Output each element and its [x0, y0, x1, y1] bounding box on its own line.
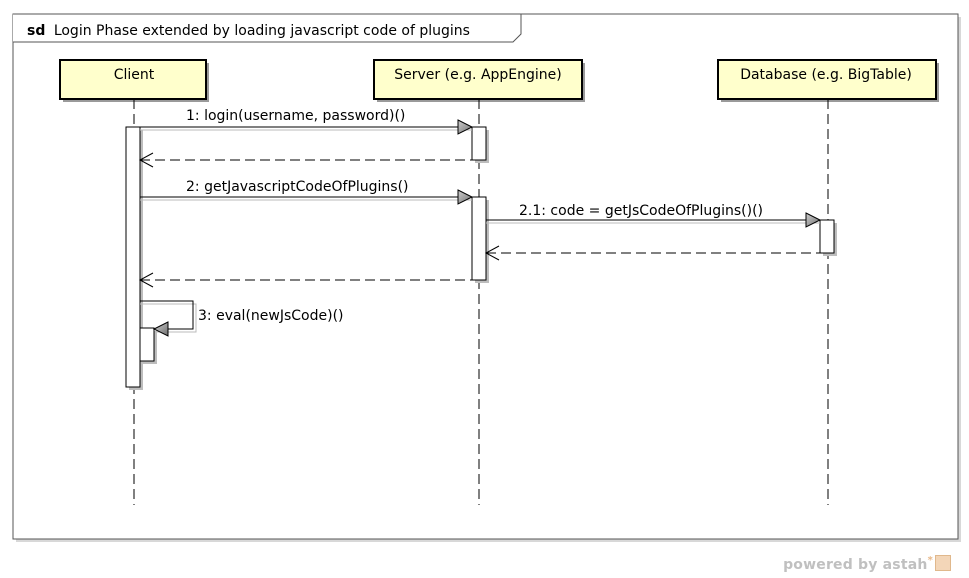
message-2: 2: getJavascriptCodeOfPlugins() — [140, 179, 474, 205]
arrowhead-filled — [457, 189, 474, 205]
lifeline-server: Server (e.g. AppEngine) — [373, 59, 585, 505]
watermark-text: powered by astah — [783, 557, 928, 573]
activation-server-2 — [471, 196, 487, 281]
activation-bars — [125, 126, 837, 390]
message-2-label: 2: getJavascriptCodeOfPlugins() — [186, 179, 409, 195]
activation-client — [125, 126, 141, 388]
watermark-star: * — [927, 555, 933, 566]
message-1: 1: login(username, password)() — [140, 108, 474, 135]
arrowhead-filled — [152, 321, 169, 337]
return-2 — [138, 272, 472, 288]
lifeline-client-label: Client — [114, 67, 155, 83]
lifeline-database: Database (e.g. BigTable) — [717, 59, 939, 505]
message-3-label: 3: eval(newJsCode)() — [198, 308, 344, 324]
lifeline-database-label: Database (e.g. BigTable) — [740, 67, 912, 83]
frame-title: sd Login Phase extended by loading javas… — [27, 23, 470, 39]
lifeline-server-label: Server (e.g. AppEngine) — [394, 67, 561, 83]
return-2-1 — [484, 245, 820, 261]
arrowhead-filled — [805, 212, 822, 228]
astah-logo-icon — [935, 555, 951, 571]
message-2-1-label: 2.1: code = getJsCodeOfPlugins()() — [519, 203, 763, 219]
astah-watermark: powered by astah* — [783, 555, 951, 573]
frame-title-text: Login Phase extended by loading javascri… — [54, 23, 470, 39]
frame-keyword: sd — [27, 23, 45, 39]
message-1-label: 1: login(username, password)() — [186, 108, 405, 124]
frame-tab — [13, 13, 522, 43]
arrowhead-open — [138, 272, 154, 288]
activation-server-1 — [471, 126, 487, 161]
activation-database — [819, 219, 835, 254]
arrowhead-open — [484, 245, 500, 261]
activation-client-self — [139, 327, 155, 362]
message-2-1: 2.1: code = getJsCodeOfPlugins()() — [486, 203, 822, 228]
message-3: 3: eval(newJsCode)() — [140, 300, 344, 337]
arrowhead-filled — [457, 119, 474, 135]
arrowhead-open — [138, 152, 154, 168]
return-1 — [138, 152, 472, 168]
